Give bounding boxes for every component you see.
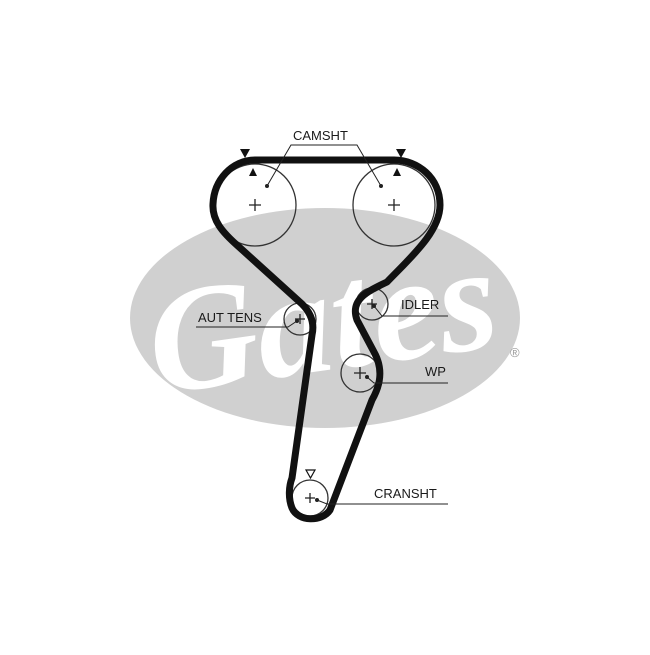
timing-mark-arrow-icon <box>249 168 257 176</box>
camshaft-leader <box>266 144 382 187</box>
leader-dot <box>265 184 269 188</box>
crankshaft-leader <box>316 499 448 505</box>
leader-dot <box>295 319 299 323</box>
water-pump-leader <box>366 376 448 384</box>
pulley-centers <box>249 199 400 503</box>
cross-icon <box>367 299 377 309</box>
water-pump-label: WP <box>425 364 446 379</box>
timing-mark-arrow-icon <box>396 149 406 158</box>
leader-dot <box>315 498 319 502</box>
auto-tensioner-label: AUT TENS <box>198 310 262 325</box>
timing-mark-arrow-icon <box>240 149 250 158</box>
timing-belt <box>209 156 444 523</box>
logo-ellipse <box>130 208 520 428</box>
cross-icon <box>354 367 366 379</box>
camshaft-pulley-right <box>352 163 436 247</box>
crankshaft-label: CRANSHT <box>374 486 437 501</box>
camshaft-label: CAMSHT <box>293 128 348 143</box>
leader-dot <box>365 375 369 379</box>
auto-tensioner-leader <box>196 320 298 328</box>
leader-dots <box>265 184 383 502</box>
cross-icon <box>388 199 400 211</box>
cross-icon <box>249 199 261 211</box>
timing-mark-arrow-icon <box>393 168 401 176</box>
timing-mark-arrow-icon <box>304 469 317 480</box>
leader-lines <box>196 144 448 505</box>
cross-icon <box>295 314 305 324</box>
leader-dot <box>379 184 383 188</box>
leader-dot <box>372 304 376 308</box>
idler-leader <box>373 305 448 317</box>
timing-marks <box>240 149 406 480</box>
registered-mark: ® <box>510 345 520 360</box>
idler-label: IDLER <box>401 297 439 312</box>
cross-icon <box>305 493 315 503</box>
gates-logo-watermark: Gates ® <box>130 208 520 428</box>
